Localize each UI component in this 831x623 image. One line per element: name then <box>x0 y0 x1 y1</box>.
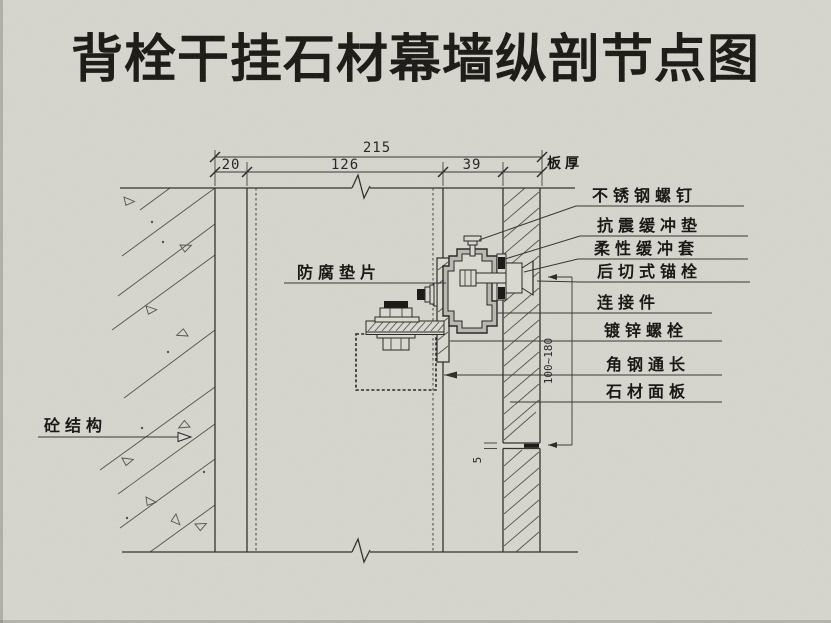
galvanized-bolt-part <box>374 301 420 323</box>
connector-bracket <box>442 248 498 334</box>
dim-plate-thickness-label: 板厚 <box>547 155 583 172</box>
callout-anticorrosion-gasket: 防腐垫片 <box>297 263 381 282</box>
callout-stone-panel: 石材面板 <box>605 382 690 401</box>
buffer-sleeve-part <box>505 262 523 294</box>
sheet-edge-bottom <box>0 620 831 623</box>
anchor-assembly <box>459 253 534 301</box>
panel-joint: 5 <box>471 442 542 464</box>
dim-seg-20: 20 <box>222 157 241 173</box>
aggregate-dots <box>125 220 206 520</box>
dim-total: 215 <box>363 140 391 156</box>
angle-steel-assembly <box>355 301 445 391</box>
callout-galvanized-bolt: 镀锌螺栓 <box>604 321 688 340</box>
structural-lines <box>120 173 578 564</box>
dim-seg-39: 39 <box>463 157 482 173</box>
anticorrosion-gasket-part <box>365 331 445 335</box>
concrete-wall-hatch <box>99 187 216 553</box>
callouts: 不锈钢螺钉 抗震缓冲垫 柔性缓冲套 后切式锚栓 连接件 镀锌螺栓 角钢通长 <box>38 186 750 443</box>
shock-pad-part <box>498 257 505 269</box>
shock-pad-part <box>498 287 505 299</box>
callout-stainless-screw: 不锈钢螺钉 <box>592 186 697 205</box>
plate-bolt <box>417 282 438 307</box>
callout-flexible-sleeve: 柔性缓冲套 <box>593 239 699 258</box>
anchor-edge-dimension: 100~180 <box>542 274 573 448</box>
top-dimensions: 215 20 126 39 板厚 <box>209 140 583 186</box>
callout-shock-pad: 抗震缓冲垫 <box>597 216 702 235</box>
dim-seg-126: 126 <box>331 157 359 173</box>
joint-sealant <box>524 443 539 448</box>
connector-horizontal-leg <box>365 320 445 333</box>
callout-concrete-structure: 砼结构 <box>44 416 107 435</box>
sheet-edge-left <box>0 0 3 623</box>
joint-gap-dim: 5 <box>471 457 484 464</box>
callout-angle-steel: 角钢通长 <box>606 355 690 374</box>
stainless-screw-part <box>463 235 482 257</box>
anchor-edge-distance-dim: 100~180 <box>542 338 555 384</box>
anchor-shaft <box>475 272 509 284</box>
callout-connector: 连接件 <box>597 293 660 312</box>
callout-undercut-anchor: 后切式锚栓 <box>597 262 702 281</box>
aggregate-triangles <box>121 196 208 532</box>
